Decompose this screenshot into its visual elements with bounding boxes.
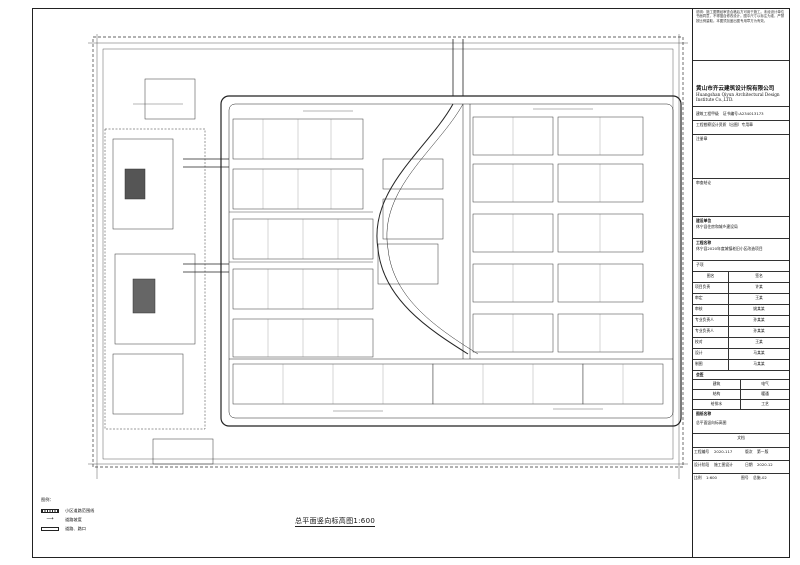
cosign-discipline: 给排水 — [693, 400, 741, 409]
registration-row: 注册章 — [693, 135, 789, 179]
road-boundary-swatch-icon — [41, 508, 59, 513]
legend-item: 道路、路口 — [41, 524, 94, 533]
cosign-label: 会签 — [693, 371, 789, 380]
sheet-label: 图号 — [741, 475, 749, 480]
roles-table: 项目负责 许某 审定 王某 审核 姚某某 专业负责人 孙某某 专业负责人 孙某某… — [693, 283, 789, 371]
role-name: 马某某 — [753, 350, 765, 355]
client-value: 休宁县住房和城乡建设局 — [696, 224, 738, 229]
client-row: 建设单位 休宁县住房和城乡建设局 — [693, 217, 789, 239]
project-row: 工程名称 休宁县2020年度城镇老旧小区改造项目 — [693, 239, 789, 261]
subproject-row: 子项 — [693, 261, 789, 272]
role-label: 制图 — [693, 360, 729, 370]
scale-label: 比例 — [694, 475, 702, 480]
site-plan: 图例： 小区道路范围线 ⟶ 道路坡度 道路、路口 总平面竖向标高图1:600 — [33, 9, 693, 557]
cosign-discipline: 建筑 — [693, 380, 741, 389]
qualification-label: 建筑工程甲级 — [696, 110, 719, 116]
legend-item: 小区道路范围线 — [41, 506, 94, 515]
stage-row: 设计阶段 施工图设计 日期 2020.12 — [693, 461, 789, 474]
role-row: 设计 马某某 — [693, 349, 789, 360]
role-label: 专业负责人 — [693, 316, 729, 326]
company-block: 黄山市齐云建筑设计院有限公司 Huangshan Qiyun Architect… — [693, 61, 789, 107]
role-label: 设计 — [693, 349, 729, 359]
signature-header: 图名 签名 — [693, 272, 789, 283]
role-label: 专业负责人 — [693, 327, 729, 337]
cosign-discipline: 电气 — [761, 381, 769, 386]
legend-item-label: 小区道路范围线 — [65, 508, 95, 513]
role-name: 王某 — [755, 295, 763, 300]
scale-value: 1:600 — [706, 475, 717, 480]
site-plan-drawing — [88, 34, 688, 479]
role-row: 校对 王某 — [693, 338, 789, 349]
qualification-row: 建筑工程甲级 证书编号:A234013173 — [693, 107, 789, 121]
date-value: 2020.12 — [757, 462, 773, 467]
chinese-name-label: 图名 — [693, 272, 729, 282]
role-row: 审核 姚某某 — [693, 305, 789, 316]
slope-arrow-icon: ⟶ — [46, 516, 54, 522]
role-name: 王某 — [755, 339, 763, 344]
title-block: 说明：施工图需经审查合格后方可用于施工。未经设计单位书面同意，不得擅自修改设计。… — [692, 9, 789, 557]
company-name: 黄山市齐云建筑设计院有限公司 — [696, 86, 775, 92]
company-name-en-2: Institute Co.,LTD. — [696, 97, 734, 102]
signature-label: 签名 — [755, 273, 763, 278]
scale-row: 比例 1:600 图号 总施-02 — [693, 474, 789, 487]
version-label: 文档 — [693, 434, 789, 448]
legend-item: ⟶ 道路坡度 — [41, 515, 94, 524]
role-row: 审定 王某 — [693, 294, 789, 305]
cosign-discipline: 暖通 — [761, 391, 769, 396]
role-row: 制图 马某某 — [693, 360, 789, 371]
cosign-row: 结构 暖通 — [693, 390, 789, 400]
company-name-en-1: Huangshan Qiyun Architectural Design — [696, 92, 780, 97]
review-row: 审查结论 — [693, 179, 789, 217]
stage-value: 施工图设计 — [714, 462, 733, 467]
role-name: 许某 — [755, 284, 763, 289]
project-value: 休宁县2020年度城镇老旧小区改造项目 — [696, 246, 763, 251]
client-label: 建设单位 — [696, 218, 712, 223]
legend-item-label: 道路坡度 — [65, 517, 82, 522]
drawing-title-value: 总平面竖向标高图 — [696, 420, 727, 425]
role-row: 项目负责 许某 — [693, 283, 789, 294]
project-no-value: 2020-117 — [714, 449, 733, 454]
drawing-title-label: 图纸名称 — [696, 411, 712, 416]
version-no-value: 第一版 — [757, 449, 769, 454]
role-label: 审核 — [693, 305, 729, 315]
stage-label: 设计阶段 — [694, 462, 710, 467]
project-no-row: 工程编号 2020-117 版次 第一版 — [693, 448, 789, 461]
drawing-sheet: 图例： 小区道路范围线 ⟶ 道路坡度 道路、路口 总平面竖向标高图1:600 说… — [32, 8, 790, 558]
role-name: 姚某某 — [753, 306, 765, 311]
date-label: 日期 — [745, 462, 753, 467]
legend-item-label: 道路、路口 — [65, 526, 86, 531]
legend: 小区道路范围线 ⟶ 道路坡度 道路、路口 — [41, 506, 94, 533]
role-row: 专业负责人 孙某某 — [693, 327, 789, 338]
stamp-row: 工程勘察设计资质（出图）专用章 — [693, 121, 789, 135]
role-label: 校对 — [693, 338, 729, 348]
role-name: 孙某某 — [753, 328, 765, 333]
version-no-label: 版次 — [745, 449, 753, 454]
project-label: 工程名称 — [696, 240, 712, 245]
cosign-discipline: 结构 — [693, 390, 741, 399]
sheet-value: 总施-02 — [753, 475, 767, 480]
project-no-label: 工程编号 — [694, 449, 710, 454]
role-label: 项目负责 — [693, 283, 729, 293]
role-name: 马某某 — [753, 361, 765, 366]
role-row: 专业负责人 孙某某 — [693, 316, 789, 327]
role-name: 孙某某 — [753, 317, 765, 322]
drawing-caption: 总平面竖向标高图1:600 — [295, 517, 376, 525]
road-box-swatch-icon — [41, 526, 59, 531]
drawing-title-row: 图纸名称 总平面竖向标高图 — [693, 410, 789, 434]
legend-title: 图例： — [41, 497, 54, 502]
cosign-row: 给排水 工艺 — [693, 400, 789, 410]
design-notes: 说明：施工图需经审查合格后方可用于施工。未经设计单位书面同意，不得擅自修改设计。… — [693, 9, 789, 61]
caption-underline — [295, 526, 375, 527]
cosign-row: 建筑 电气 — [693, 380, 789, 390]
cosign-discipline: 工艺 — [761, 401, 769, 406]
role-label: 审定 — [693, 294, 729, 304]
certificate-number: 证书编号:A234013173 — [722, 110, 764, 116]
